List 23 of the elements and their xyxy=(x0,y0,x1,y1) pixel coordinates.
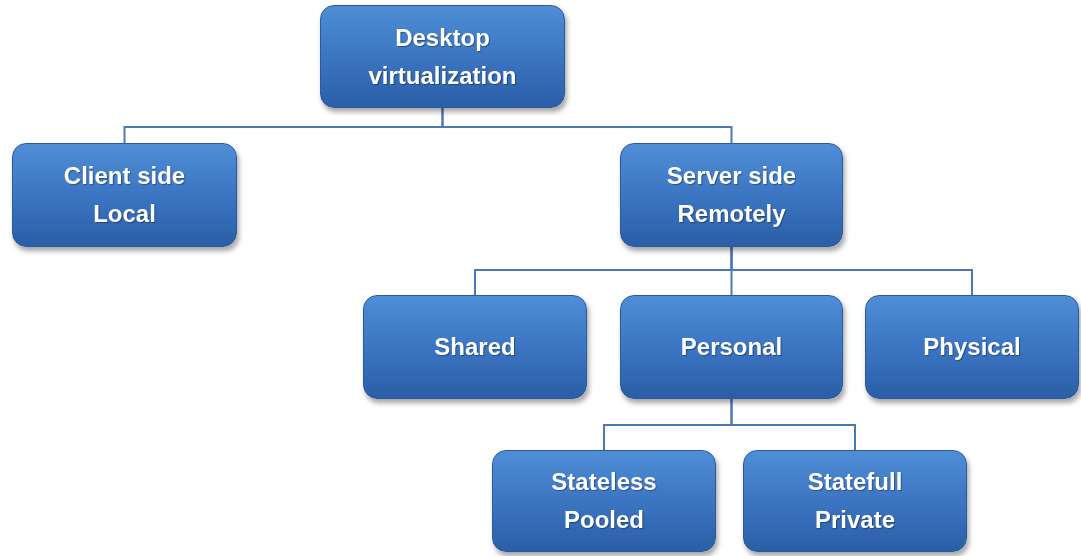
box-label: Remotely xyxy=(677,199,786,229)
category-box xyxy=(320,5,565,108)
box-label: Stateless xyxy=(551,467,657,497)
category-box xyxy=(620,295,843,399)
connector-line xyxy=(441,107,733,144)
box-label: Personal xyxy=(680,332,783,362)
connector-line xyxy=(730,246,973,296)
box-label: Statefull xyxy=(807,467,903,497)
connector-line xyxy=(730,398,856,451)
box-label: Pooled xyxy=(564,505,644,535)
box-label: Local xyxy=(93,199,156,229)
box-label: Desktop virtualization xyxy=(367,22,518,91)
box-label: Client side xyxy=(63,161,186,191)
box-label: Private xyxy=(814,505,896,535)
category-box xyxy=(363,295,587,399)
category-box xyxy=(492,450,716,552)
box-label: Server side xyxy=(666,161,797,191)
category-box xyxy=(743,450,967,552)
category-box xyxy=(620,143,843,247)
category-box xyxy=(865,295,1079,399)
box-label: Shared xyxy=(434,332,516,362)
category-box xyxy=(12,143,237,247)
box-label: Physical xyxy=(923,332,1021,362)
